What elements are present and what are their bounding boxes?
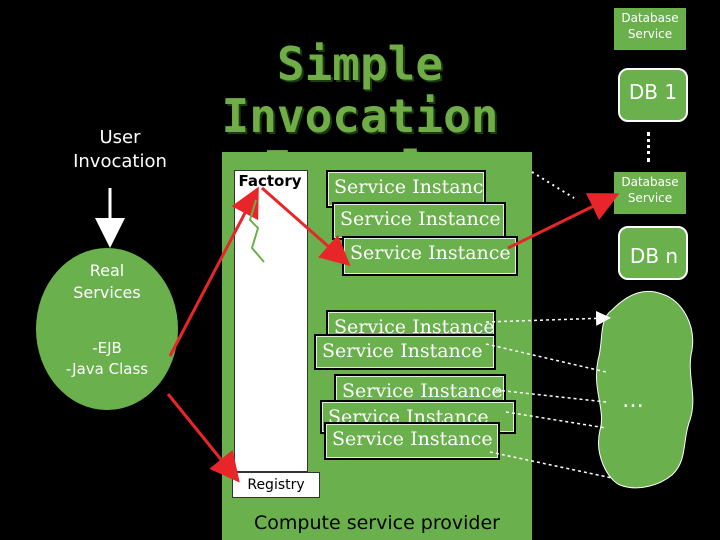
resource-ellipsis: …: [622, 388, 644, 413]
database-name-2: DB n: [629, 244, 679, 268]
service-instance-8: Service Instance: [324, 422, 500, 460]
real-services-types: -EJB -Java Class: [36, 338, 178, 380]
user-invocation-label: User Invocation: [40, 126, 200, 174]
database-ellipsis: [647, 132, 654, 162]
real-services-label: Real Services: [36, 260, 178, 304]
database-cylinder-2: [618, 226, 688, 280]
title-line-1: Simple Invocation: [221, 37, 499, 143]
database-service-header-1: Database Service: [614, 8, 686, 50]
service-instance-5: Service Instance: [314, 334, 496, 370]
real-services-line-1: Real: [89, 261, 125, 280]
database-service-header-2: Database Service: [614, 172, 686, 214]
factory-label: Factory: [238, 172, 302, 190]
real-to-factory-arrow: [168, 186, 259, 357]
resource-cloud: [596, 290, 694, 489]
real-services-line-2: Services: [73, 283, 141, 302]
java-class-label: -Java Class: [65, 360, 149, 378]
factory-lightning-icon: [248, 199, 265, 263]
ejb-label: -EJB: [92, 339, 122, 357]
database-cylinder-1: [618, 68, 688, 122]
factory-to-instance-arrow: [261, 186, 351, 266]
registry-box: Registry: [232, 472, 320, 498]
compute-service-provider-label: Compute service provider: [254, 512, 500, 534]
user-invocation-line-1: User: [99, 127, 141, 148]
service-instance-3: Service Instance: [342, 236, 518, 276]
instance-to-db-arrow: [507, 193, 620, 250]
service-instance-1: Service Instance: [326, 170, 486, 208]
factory-box: [234, 170, 308, 472]
database-name-1: DB 1: [628, 80, 678, 104]
real-services-circle: [36, 248, 178, 410]
real-to-registry-arrow: [166, 393, 240, 483]
user-invocation-line-2: Invocation: [73, 151, 167, 172]
